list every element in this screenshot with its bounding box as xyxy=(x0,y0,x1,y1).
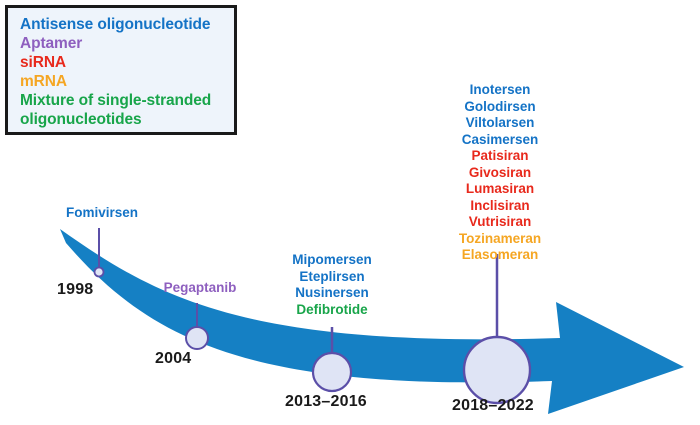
milestone-marker-2004[interactable] xyxy=(185,326,209,350)
legend-item-sirna: siRNA xyxy=(20,54,67,71)
milestone-marker-1998[interactable] xyxy=(93,266,105,278)
drug-name-tozinameran: Tozinameran xyxy=(458,230,542,246)
drug-name-casimersen: Casimersen xyxy=(461,131,539,147)
drug-name-eteplirsen: Eteplirsen xyxy=(299,268,365,284)
drug-name-viltolarsen: Viltolarsen xyxy=(465,115,535,130)
drug-name-elasomeran: Elasomeran xyxy=(461,247,539,262)
year-label-2004: 2004 xyxy=(155,350,192,367)
drug-name-fomivirsen: Fomivirsen xyxy=(65,205,139,220)
drug-name-group-2018-2022: Inotersen Golodirsen Viltolarsen Casimer… xyxy=(420,82,580,264)
drug-name-golodirsen: Golodirsen xyxy=(464,98,536,114)
drug-name-patisiran: Patisiran xyxy=(471,148,529,163)
drug-name-mipomersen: Mipomersen xyxy=(292,252,372,267)
drug-name-nusinersen: Nusinersen xyxy=(295,285,369,300)
milestone-marker-2018-2022[interactable] xyxy=(462,335,532,405)
legend-item-aptamer: Aptamer xyxy=(20,35,83,52)
legend-item-mrna: mRNA xyxy=(20,73,67,90)
drug-name-defibrotide: Defibrotide xyxy=(296,301,368,317)
legend-item-mixture-of-single-stranded-oligonucleotides: Mixture of single-stranded oligonucleoti… xyxy=(20,92,212,128)
milestone-marker-2013-2016[interactable] xyxy=(311,351,353,393)
drug-name-pegaptanib: Pegaptanib xyxy=(163,280,237,295)
legend-item-antisense-oligonucleotide: Antisense oligonucleotide xyxy=(20,16,211,33)
legend-box: Antisense oligonucleotide Aptamer siRNA … xyxy=(5,5,237,135)
drug-name-group-1998: Fomivirsen xyxy=(22,205,182,222)
drug-name-group-2013-2016: Mipomersen Eteplirsen Nusinersen Defibro… xyxy=(262,252,402,318)
year-label-1998: 1998 xyxy=(57,281,94,298)
drug-name-lumasiran: Lumasiran xyxy=(465,181,535,196)
drug-name-vutrisiran: Vutrisiran xyxy=(468,214,532,229)
drug-name-inotersen: Inotersen xyxy=(469,82,531,97)
drug-name-group-2004: Pegaptanib xyxy=(120,280,280,297)
drug-name-givosiran: Givosiran xyxy=(468,164,532,180)
year-label-2018-2022: 2018–2022 xyxy=(452,397,534,414)
drug-name-inclisiran: Inclisiran xyxy=(470,197,530,213)
year-label-2013-2016: 2013–2016 xyxy=(285,393,367,410)
